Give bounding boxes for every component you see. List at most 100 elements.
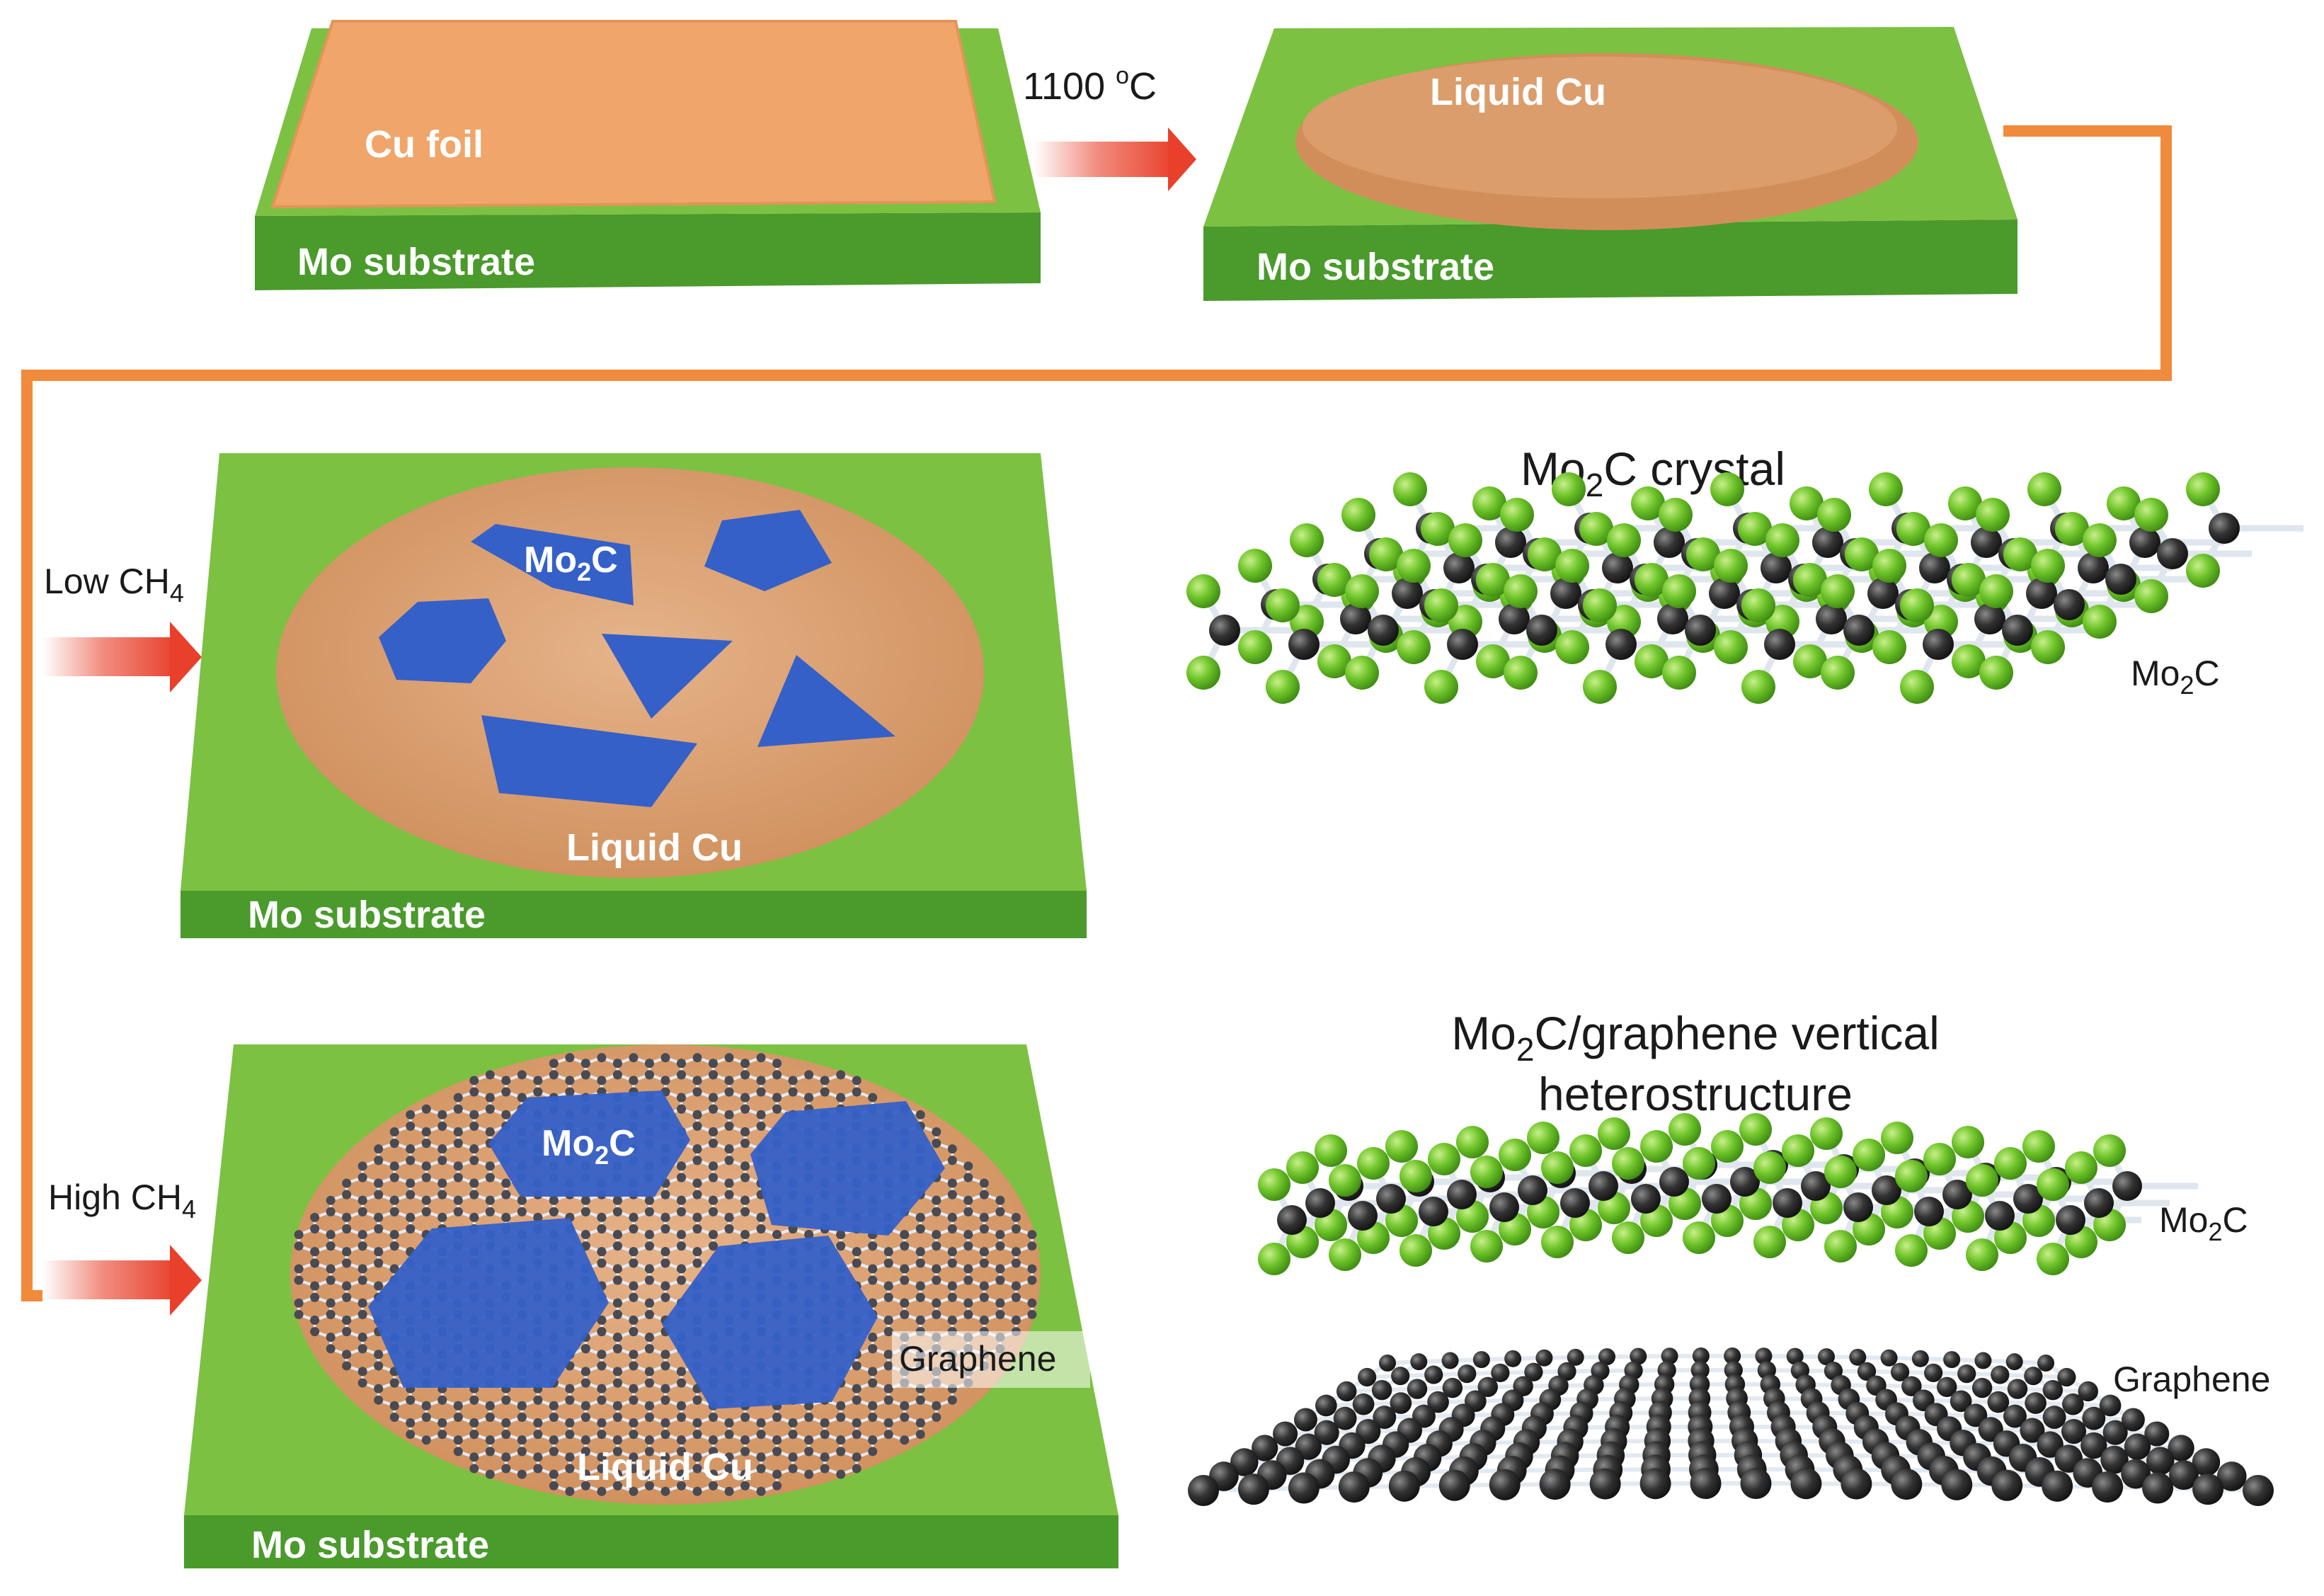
c-atom [1277,1205,1307,1235]
graphene-c-atom [517,1469,527,1479]
graphene-c-atom [644,1070,654,1080]
graphene-c-atom [1379,1355,1396,1372]
mo-atom [1315,1134,1347,1167]
graphene-c-atom [772,1435,782,1445]
graphene-c-atom [900,1230,910,1240]
graphene-c-atom [724,1053,734,1063]
graphene-c-atom [437,1418,447,1428]
graphene-c-atom [485,1093,495,1102]
graphene-c-atom [342,1224,352,1234]
graphene-c-atom [1424,1365,1443,1384]
mo-atom [1424,670,1458,704]
graphene-c-atom [612,1481,622,1490]
graphene-c-atom [485,1401,495,1410]
graphene-c-atom [357,1275,367,1285]
graphene-c-atom [549,1059,559,1068]
graphene-c-atom [836,1241,846,1251]
mo-atom [2134,579,2168,613]
c-atom [1657,603,1688,634]
c-atom [1348,1201,1378,1231]
graphene-c-atom [469,1076,479,1085]
graphene-c-atom [294,1275,304,1285]
mo2c-flake [750,1101,945,1236]
graphene-c-atom [932,1413,941,1422]
graphene-c-atom [836,1230,846,1240]
mo-atom [1579,512,1613,546]
mo-atom [2186,472,2220,506]
graphene-c-atom [772,1104,782,1114]
graphene-c-atom [756,1418,766,1428]
graphene-c-atom [963,1241,973,1251]
graphene-c-atom [692,1144,702,1154]
graphene-c-atom [900,1241,910,1251]
hetero-mo2c-label: Mo2C [2159,1200,2248,1246]
c-atom [1923,629,1954,660]
graphene-c-atom [804,1447,814,1457]
graphene-c-atom [2042,1406,2066,1429]
mo-atom [1741,670,1775,704]
mo-atom [1583,670,1617,704]
graphene-c-atom [2037,1355,2054,1372]
mo-atom [1290,523,1324,557]
graphene-c-atom [374,1178,384,1188]
graphene-c-atom [1880,1349,1898,1367]
graphene-c-atom [740,1469,750,1479]
c-atom [1631,1184,1661,1214]
graphene-c-atom [677,1161,687,1171]
c-atom [2084,1188,2114,1218]
graphene-c-atom [501,1178,511,1188]
mo-atom [2022,1130,2055,1163]
graphene-c-atom [740,1447,750,1457]
graphene-c-atom [724,1430,734,1440]
graphene-c-atom [995,1207,1005,1216]
c-atom [1702,1184,1731,1214]
mo-atom [1369,537,1403,571]
graphene-c-atom [2082,1406,2106,1430]
graphene-c-atom [357,1230,367,1240]
graphene-c-atom [612,1469,622,1479]
graphene-c-atom [421,1161,431,1171]
mo2c-flake-label: Mo2C [524,540,618,586]
mo-atom [1541,1226,1574,1258]
graphene-c-atom [1690,1468,1722,1500]
graphene-c-atom [756,1430,766,1440]
mo-atom [1238,549,1272,583]
graphene-c-atom [485,1469,495,1479]
mo-atom [1782,1134,1814,1167]
graphene-c-atom [612,1435,622,1445]
graphene-label: Graphene [899,1339,1056,1379]
graphene-c-atom [565,1452,575,1462]
mo2c-flake [757,655,895,747]
graphene-c-atom [565,1384,575,1393]
graphene-c-atom [310,1292,320,1302]
panel-liquid-cu: Liquid Cu Mo substrate [1203,27,2017,301]
graphene-c-atom [389,1264,399,1274]
graphene-c-atom [294,1298,304,1308]
graphene-c-atom [421,1127,431,1136]
graphene-c-atom [1589,1468,1621,1500]
graphene-c-atom [580,1435,590,1445]
graphene-c-atom [580,1195,590,1205]
graphene-c-atom [852,1247,862,1257]
graphene-c-atom [644,1230,654,1240]
mo-atom [1472,486,1506,520]
graphene-c-atom [326,1298,336,1308]
graphene-c-atom [342,1281,352,1291]
graphene-c-atom [485,1127,495,1136]
graphene-c-atom [517,1207,527,1216]
graphene-c-atom [629,1076,639,1085]
graphene-c-atom [692,1430,702,1440]
graphene-c-atom [612,1070,622,1080]
graphene-c-atom [406,1156,416,1165]
cu-foil [270,20,997,209]
graphene-c-atom [1943,1351,1961,1369]
graphene-c-atom [820,1087,830,1097]
graphene-c-atom [677,1059,687,1068]
graphene-c-atom [612,1344,622,1354]
graphene-c-atom [453,1093,463,1102]
mo2c-crystal-model: Mo2C crystal Mo2C [1186,443,2303,704]
mo-atom [2107,486,2141,520]
heterostructure-title-line2: heterostructure [1538,1068,1853,1120]
graphene-c-atom [597,1430,607,1440]
graphene-c-atom [963,1298,973,1308]
